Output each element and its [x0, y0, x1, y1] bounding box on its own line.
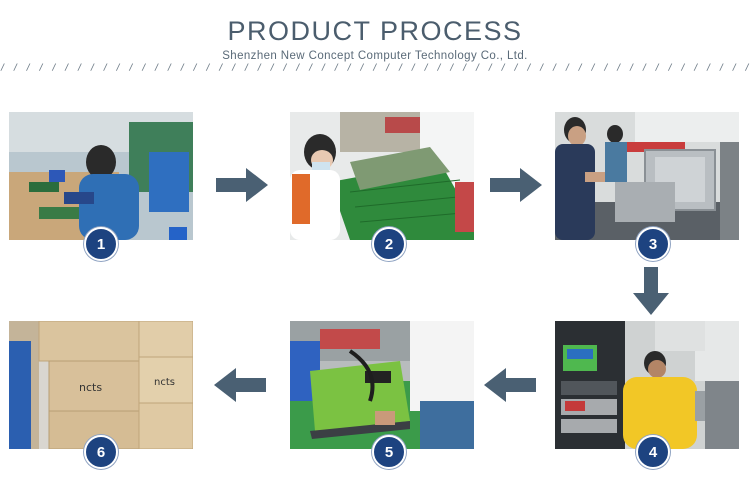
arrow-left-icon — [484, 368, 536, 402]
step-6-badge: 6 — [84, 435, 118, 469]
step-6-photo: ncts ncts — [9, 321, 193, 449]
arrow-down-icon — [633, 267, 669, 315]
box-logo-text: ncts — [154, 377, 175, 388]
arrow-left-icon — [214, 368, 266, 402]
arrow-right-icon — [490, 168, 542, 202]
step-2-photo — [290, 112, 474, 240]
step-3-photo — [555, 112, 739, 240]
step-5-badge: 5 — [372, 435, 406, 469]
company-subtitle: Shenzhen New Concept Computer Technology… — [222, 50, 528, 62]
step-4-photo — [555, 321, 739, 449]
box-logo-text: ncts — [79, 381, 102, 394]
page-title: PRODUCT PROCESS — [227, 16, 523, 46]
step-5-photo — [290, 321, 474, 449]
arrow-right-icon — [216, 168, 268, 202]
step-3-badge: 3 — [636, 227, 670, 261]
step-1-badge: 1 — [84, 227, 118, 261]
step-4-badge: 4 — [636, 435, 670, 469]
slash-divider: / / / / / / / / / / / / / / / / / / / / … — [0, 63, 750, 73]
step-1-photo — [9, 112, 193, 240]
step-2-badge: 2 — [372, 227, 406, 261]
